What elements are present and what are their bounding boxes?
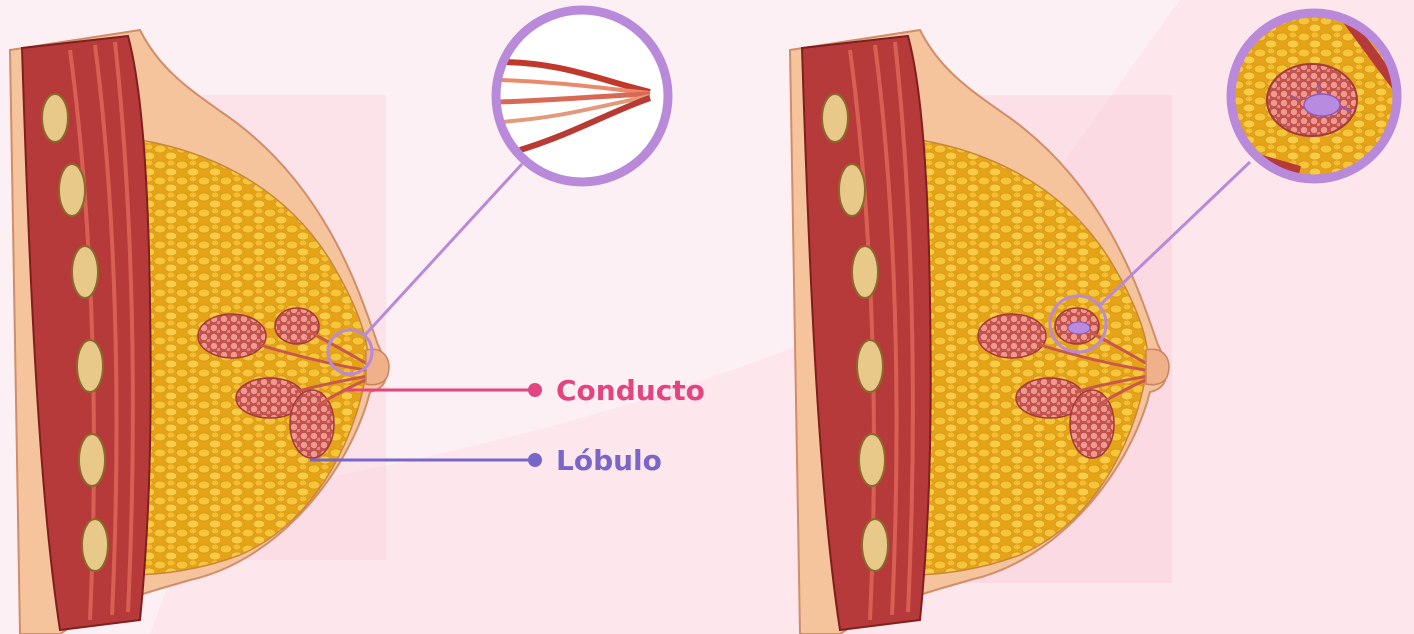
- duct-label: Conducto: [556, 374, 705, 407]
- label-duct: Conducto: [345, 374, 705, 407]
- duct-pointer-dot: [528, 383, 542, 397]
- lobule-pointer-dot: [528, 453, 542, 467]
- nipple: [1146, 349, 1169, 384]
- nipple: [366, 349, 389, 384]
- callout-connector: [364, 164, 522, 336]
- lobule-label: Lóbulo: [556, 444, 662, 477]
- tumor: [1068, 322, 1090, 334]
